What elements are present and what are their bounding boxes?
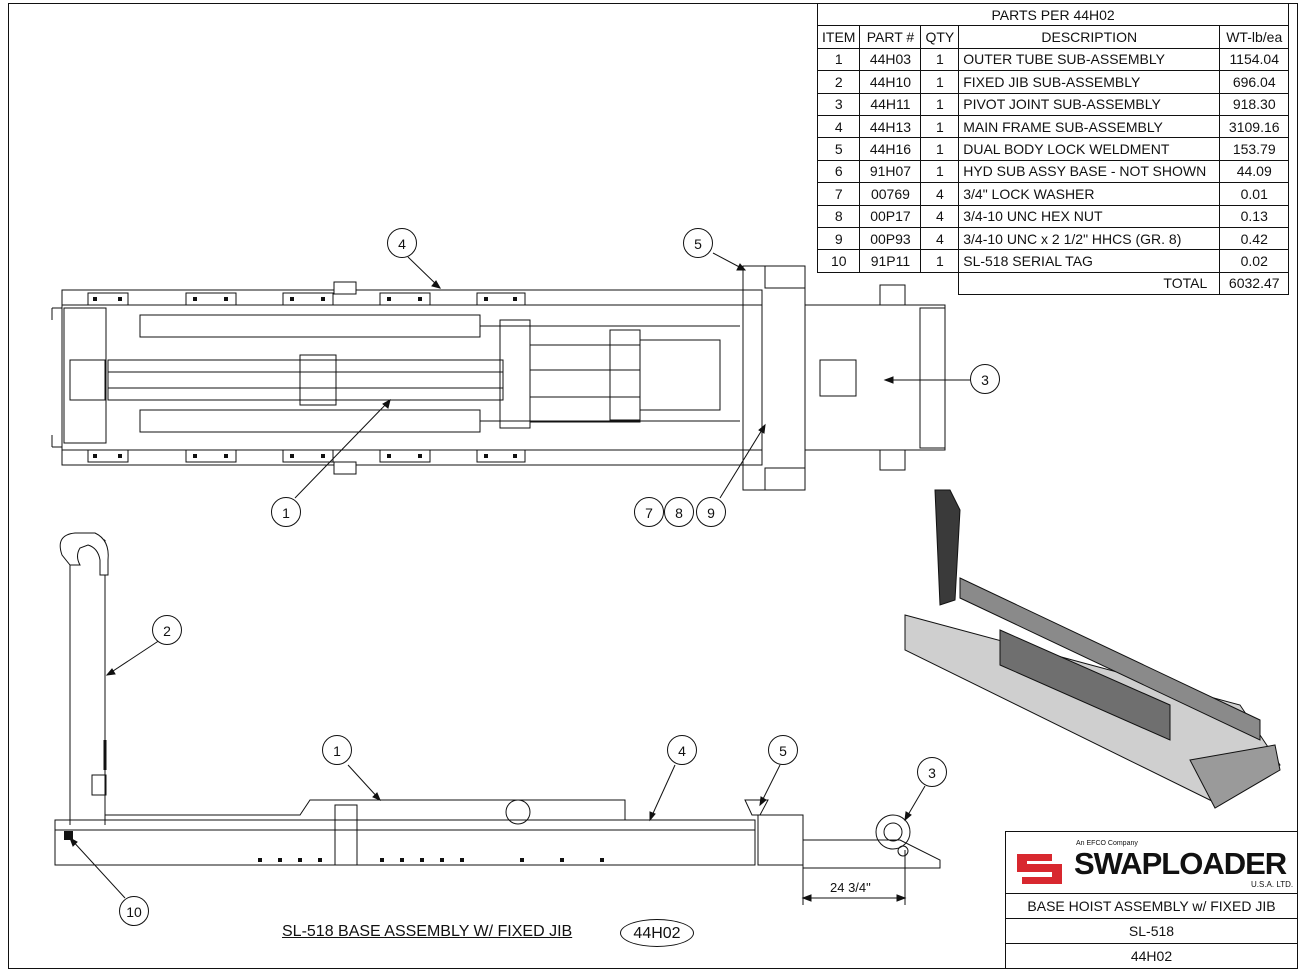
parts-cell-item: 7 xyxy=(816,182,861,206)
balloon-item-1-side: 1 xyxy=(322,735,352,765)
total-label: TOTAL xyxy=(958,271,1221,296)
parts-cell-part: 91P11 xyxy=(859,249,922,273)
logo-subtext: U.S.A. LTD. xyxy=(1251,880,1294,889)
side-view xyxy=(54,532,941,905)
parts-cell-wt: 0.02 xyxy=(1219,249,1290,273)
parts-cell-item: 4 xyxy=(816,114,861,139)
leader-lines xyxy=(69,252,970,899)
parts-cell-item: 10 xyxy=(816,249,861,273)
parts-cell-desc: PIVOT JOINT SUB-ASSEMBLY xyxy=(958,92,1221,116)
header-description: DESCRIPTION xyxy=(958,25,1221,49)
balloon-item-2: 2 xyxy=(152,615,182,645)
logo-text: SWAPLOADER xyxy=(1074,846,1287,881)
parts-cell-part: 44H10 xyxy=(859,70,922,94)
balloon-item-4-top: 4 xyxy=(387,228,417,258)
parts-table: PARTS PER 44H02 ITEM PART # QTY DESCRIPT… xyxy=(816,2,1290,296)
parts-cell-part: 00P17 xyxy=(859,204,922,228)
parts-cell-part: 44H13 xyxy=(859,114,922,139)
total-value: 6032.47 xyxy=(1219,271,1290,296)
parts-table-header: ITEM PART # QTY DESCRIPTION WT-lb/ea xyxy=(816,25,1290,49)
parts-cell-desc: FIXED JIB SUB-ASSEMBLY xyxy=(958,70,1221,94)
balloon-item-8: 8 xyxy=(664,497,694,527)
top-view xyxy=(51,265,946,491)
drawing-border xyxy=(8,3,1298,969)
parts-cell-part: 91H07 xyxy=(859,159,922,184)
parts-cell-desc: OUTER TUBE SUB-ASSEMBLY xyxy=(958,47,1221,72)
balloon-item-4-side: 4 xyxy=(667,735,697,765)
balloon-item-7: 7 xyxy=(634,497,664,527)
parts-cell-desc: DUAL BODY LOCK WELDMENT xyxy=(958,137,1221,161)
title-block-model: SL-518 xyxy=(1006,918,1297,944)
balloon-item-1-top: 1 xyxy=(271,497,301,527)
title-block-drawing-number: 44H02 xyxy=(1006,943,1297,969)
header-weight: WT-lb/ea xyxy=(1219,25,1290,49)
title-block-title: BASE HOIST ASSEMBLY w/ FIXED JIB xyxy=(1006,893,1297,919)
balloon-item-3-top: 3 xyxy=(970,364,1000,394)
parts-cell-wt: 3109.16 xyxy=(1219,114,1290,139)
swaploader-logo: An EFCO Company SWAPLOADER U.S.A. LTD. xyxy=(1006,832,1297,892)
parts-table-title: PARTS PER 44H02 xyxy=(816,2,1290,27)
title-block: An EFCO Company SWAPLOADER U.S.A. LTD. B… xyxy=(1005,831,1298,969)
parts-cell-part: 00P93 xyxy=(859,226,922,251)
parts-cell-desc: SL-518 SERIAL TAG xyxy=(958,249,1221,273)
drawing-caption-code: 44H02 xyxy=(620,919,694,947)
parts-cell-wt: 0.13 xyxy=(1219,204,1290,228)
dimension-label: 24 3/4" xyxy=(830,880,871,895)
balloon-item-5-side: 5 xyxy=(768,735,798,765)
balloon-item-3-side: 3 xyxy=(917,757,947,787)
balloon-item-10: 10 xyxy=(119,896,149,926)
logo-tagline: An EFCO Company xyxy=(1076,840,1138,847)
header-part: PART # xyxy=(859,25,922,49)
isometric-view xyxy=(904,489,1281,809)
parts-cell-wt: 1154.04 xyxy=(1219,47,1290,72)
parts-cell-desc: 3/4-10 UNC x 2 1/2" HHCS (GR. 8) xyxy=(958,226,1221,251)
balloon-item-9: 9 xyxy=(696,497,726,527)
header-qty: QTY xyxy=(920,25,960,49)
parts-cell-wt: 696.04 xyxy=(1219,70,1290,94)
header-item: ITEM xyxy=(816,25,861,49)
swaploader-s-icon xyxy=(1017,854,1062,884)
parts-cell-part: 00769 xyxy=(859,182,922,206)
drawing-caption: SL-518 BASE ASSEMBLY W/ FIXED JIB xyxy=(282,923,573,940)
balloon-item-5-top: 5 xyxy=(683,228,713,258)
